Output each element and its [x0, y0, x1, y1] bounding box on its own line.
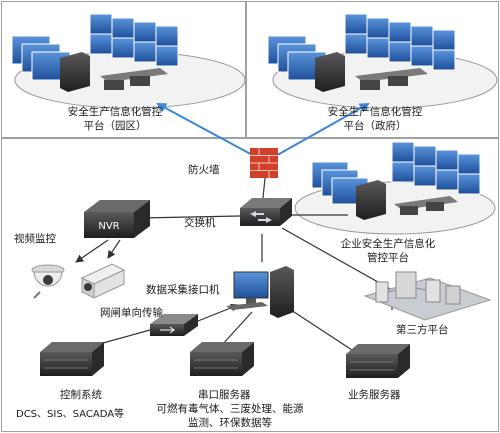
firewall-icon	[250, 148, 278, 178]
gov-control-room-illustration	[267, 13, 498, 109]
arrow-to-park	[156, 103, 259, 159]
dome-camera-icon	[31, 264, 65, 299]
third-party-label: 第三方平台	[396, 324, 449, 336]
park-platform-label-2: 平台（园区）	[83, 120, 147, 132]
park-control-room-illustration	[11, 13, 246, 109]
serial-server-sub-label-2: 监测、环保数据等	[188, 417, 272, 429]
park-platform-label-1: 安全生产信息化管控	[67, 106, 163, 118]
control-system-server-icon	[40, 342, 104, 376]
data-acquisition-pc-label: 数据采集接口机	[146, 284, 220, 296]
bullet-camera-icon	[80, 263, 126, 299]
gov-platform-label-1: 安全生产信息化管控	[327, 106, 423, 118]
park-panel	[1, 1, 246, 138]
business-server-icon	[346, 344, 410, 378]
video-surveillance-label: 视频监控	[14, 233, 56, 245]
enterprise-platform-label-1: 企业安全生产信息化	[340, 238, 436, 250]
business-server-label: 业务服务器	[348, 389, 401, 401]
switch-label: 交换机	[184, 217, 216, 229]
serial-server-icon	[190, 342, 254, 376]
gateway-label: 网闸单向传输	[100, 307, 163, 319]
gov-panel	[246, 1, 499, 138]
serial-server-label: 串口服务器	[198, 389, 251, 401]
gateway-icon	[150, 314, 198, 336]
data-acquisition-pc-icon	[226, 266, 294, 318]
serial-server-sub-label-1: 可燃有毒气体、三废处理、能源	[156, 403, 304, 415]
enterprise-panel	[1, 138, 499, 432]
firewall-label: 防火墙	[188, 164, 220, 176]
gov-platform-label-2: 平台（政府）	[343, 120, 407, 132]
control-system-label: 控制系统	[60, 389, 102, 401]
control-system-sub-label: DCS、SIS、SACADA等	[16, 409, 125, 420]
nvr-label: NVR	[98, 221, 119, 232]
enterprise-control-room-illustration	[294, 141, 496, 235]
third-party-platform-icon	[363, 271, 492, 321]
switch-icon	[240, 198, 292, 226]
nvr-icon: NVR	[84, 200, 150, 238]
arrow-to-gov	[271, 103, 370, 159]
enterprise-platform-label-2: 管控平台	[367, 252, 409, 264]
